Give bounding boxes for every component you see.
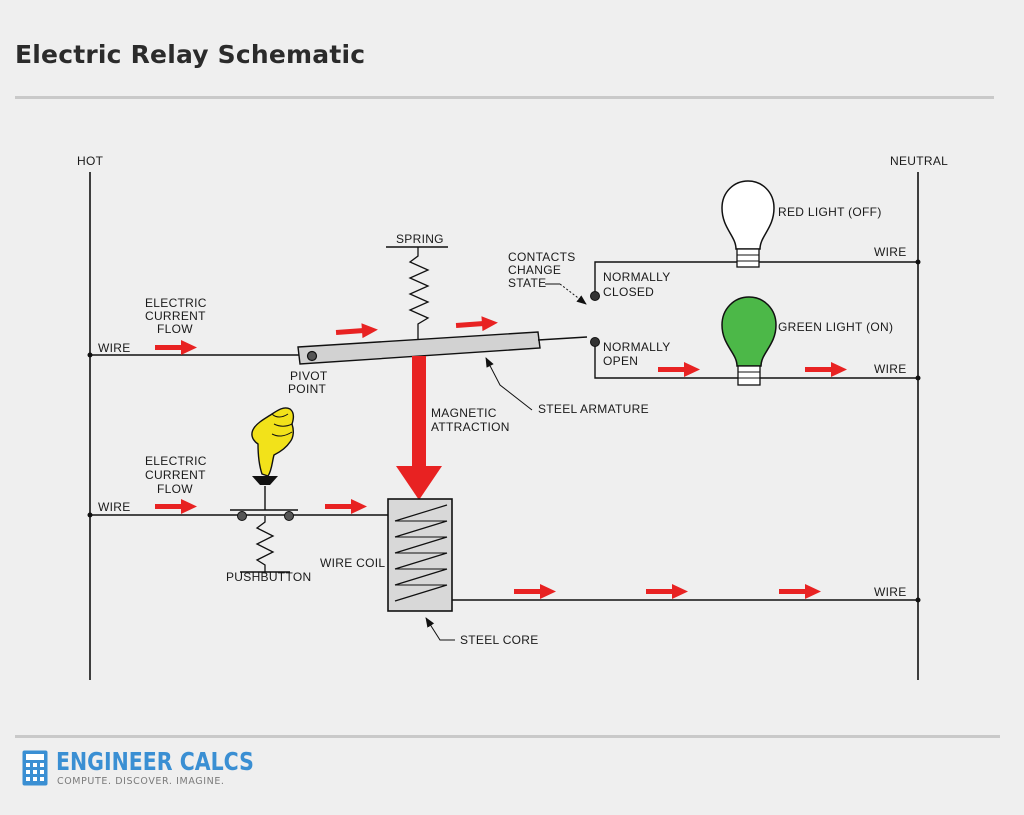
armature-contact-tip [537, 336, 588, 341]
wire-label: WIRE [98, 341, 131, 355]
current-flow-arrows [155, 316, 847, 599]
steel-armature-leader [485, 357, 533, 411]
steel-armature [297, 331, 541, 365]
current-flow-arrow [646, 584, 688, 599]
pushbutton [230, 476, 298, 573]
steel-core-leader [425, 617, 455, 641]
green-light-label: GREEN LIGHT (ON) [778, 320, 893, 334]
current-flow-arrow [155, 340, 197, 355]
wire-coil-label: WIRE COIL [320, 556, 385, 570]
brand-name: ENGINEER CALCS [56, 747, 254, 776]
normally-closed-contact [590, 291, 600, 301]
current-flow-arrow [779, 584, 821, 599]
wire-label: WIRE [98, 500, 131, 514]
wire-label: WIRE [874, 585, 907, 599]
top-divider [15, 96, 994, 99]
current-flow-arrow [325, 499, 367, 514]
normally-open-contact [590, 337, 600, 347]
current-flow-label-line3: FLOW [157, 482, 193, 496]
current-flow-arrow [155, 499, 197, 514]
red-light-bulb [721, 180, 775, 268]
pointing-hand-icon [251, 407, 295, 477]
current-flow-arrow [335, 323, 378, 339]
wire-junction-dot [915, 597, 921, 603]
calculator-icon [22, 750, 48, 786]
brand-logo[interactable]: ENGINEER CALCS COMPUTE. DISCOVER. IMAGIN… [22, 746, 282, 796]
green-light-bulb [721, 296, 777, 386]
normally-open-label-line1: NORMALLY [603, 340, 671, 354]
current-flow-label-line1: ELECTRIC [145, 454, 207, 468]
current-flow-label-line3: FLOW [157, 322, 193, 336]
normally-open-label-line2: OPEN [603, 354, 638, 368]
hot-label: HOT [77, 154, 104, 168]
nc-wire [594, 261, 918, 297]
contacts-label-line3: STATE [508, 276, 546, 290]
contacts-label-line1: CONTACTS [508, 250, 576, 264]
neutral-label: NEUTRAL [890, 154, 948, 168]
brand-tagline: COMPUTE. DISCOVER. IMAGINE. [57, 776, 225, 787]
contacts-label-line2: CHANGE [508, 263, 561, 277]
current-flow-arrow [658, 362, 700, 377]
bottom-divider [15, 735, 1000, 738]
normally-closed-label-line1: NORMALLY [603, 270, 671, 284]
normally-closed-label-line2: CLOSED [603, 285, 654, 299]
magnetic-label-line2: ATTRACTION [431, 420, 510, 434]
wire-junction-dot [915, 259, 921, 265]
wire-junction-dot [915, 375, 921, 381]
current-flow-label-line1: ELECTRIC [145, 296, 207, 310]
current-flow-label-line2: CURRENT [145, 468, 206, 482]
magnetic-label-line1: MAGNETIC [431, 406, 497, 420]
wire-coil [387, 498, 453, 612]
current-flow-label-line2: CURRENT [145, 309, 206, 323]
red-light-label: RED LIGHT (OFF) [778, 205, 882, 219]
pivot-label-line2: POINT [288, 382, 327, 396]
wire-junction-dot [87, 512, 93, 518]
current-flow-arrow [805, 362, 847, 377]
current-flow-arrow [455, 316, 498, 332]
current-flow-arrow [514, 584, 556, 599]
spring-label: SPRING [396, 232, 444, 246]
wire-label: WIRE [874, 362, 907, 376]
wire-label: WIRE [874, 245, 907, 259]
steel-armature-label: STEEL ARMATURE [538, 402, 649, 416]
magnetic-attraction-arrow [396, 356, 442, 500]
pivot-point [306, 350, 318, 362]
pushbutton-label: PUSHBUTTON [226, 570, 311, 584]
pivot-label-line1: PIVOT [290, 369, 328, 383]
page-title: Electric Relay Schematic [15, 40, 366, 69]
contacts-leader [559, 283, 587, 305]
steel-core-label: STEEL CORE [460, 633, 539, 647]
wire-junction-dot [87, 352, 93, 358]
no-wire [594, 342, 918, 379]
spring-icon [408, 247, 430, 342]
